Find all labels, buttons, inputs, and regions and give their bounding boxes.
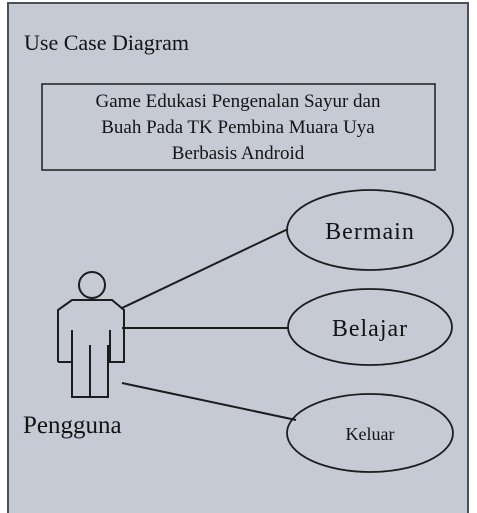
use-case-keluar: Keluar <box>286 393 454 473</box>
use-case-ellipse-belajar <box>287 288 453 366</box>
system-name-line-1: Game Edukasi Pengenalan Sayur dan <box>96 91 381 112</box>
use-case-label-bermain: Bermain <box>325 219 415 245</box>
system-boundary: Game Edukasi Pengenalan Sayur dan Buah P… <box>41 83 436 171</box>
system-box <box>41 83 436 171</box>
association-line-bermain <box>121 228 289 309</box>
use-case-label-keluar: Keluar <box>346 424 395 444</box>
actor-body <box>57 299 125 363</box>
association-line-keluar <box>121 382 297 421</box>
system-name-line-2: Buah Pada TK Pembina Muara Uya <box>101 117 375 138</box>
use-case-ellipse-bermain <box>286 189 454 271</box>
use-case-belajar: Belajar <box>287 288 453 366</box>
use-case-label-belajar: Belajar <box>332 316 408 342</box>
use-case-ellipse-keluar <box>286 393 454 473</box>
diagram-frame <box>7 2 469 513</box>
actor-pengguna <box>57 271 125 398</box>
system-name-line-3: Berbasis Android <box>172 143 305 164</box>
use-case-bermain: Bermain <box>286 189 454 271</box>
diagram-title: Use Case Diagram <box>24 30 189 55</box>
actor-legs <box>71 345 109 398</box>
actor-label: Pengguna <box>23 412 122 439</box>
actor-head <box>78 271 106 299</box>
